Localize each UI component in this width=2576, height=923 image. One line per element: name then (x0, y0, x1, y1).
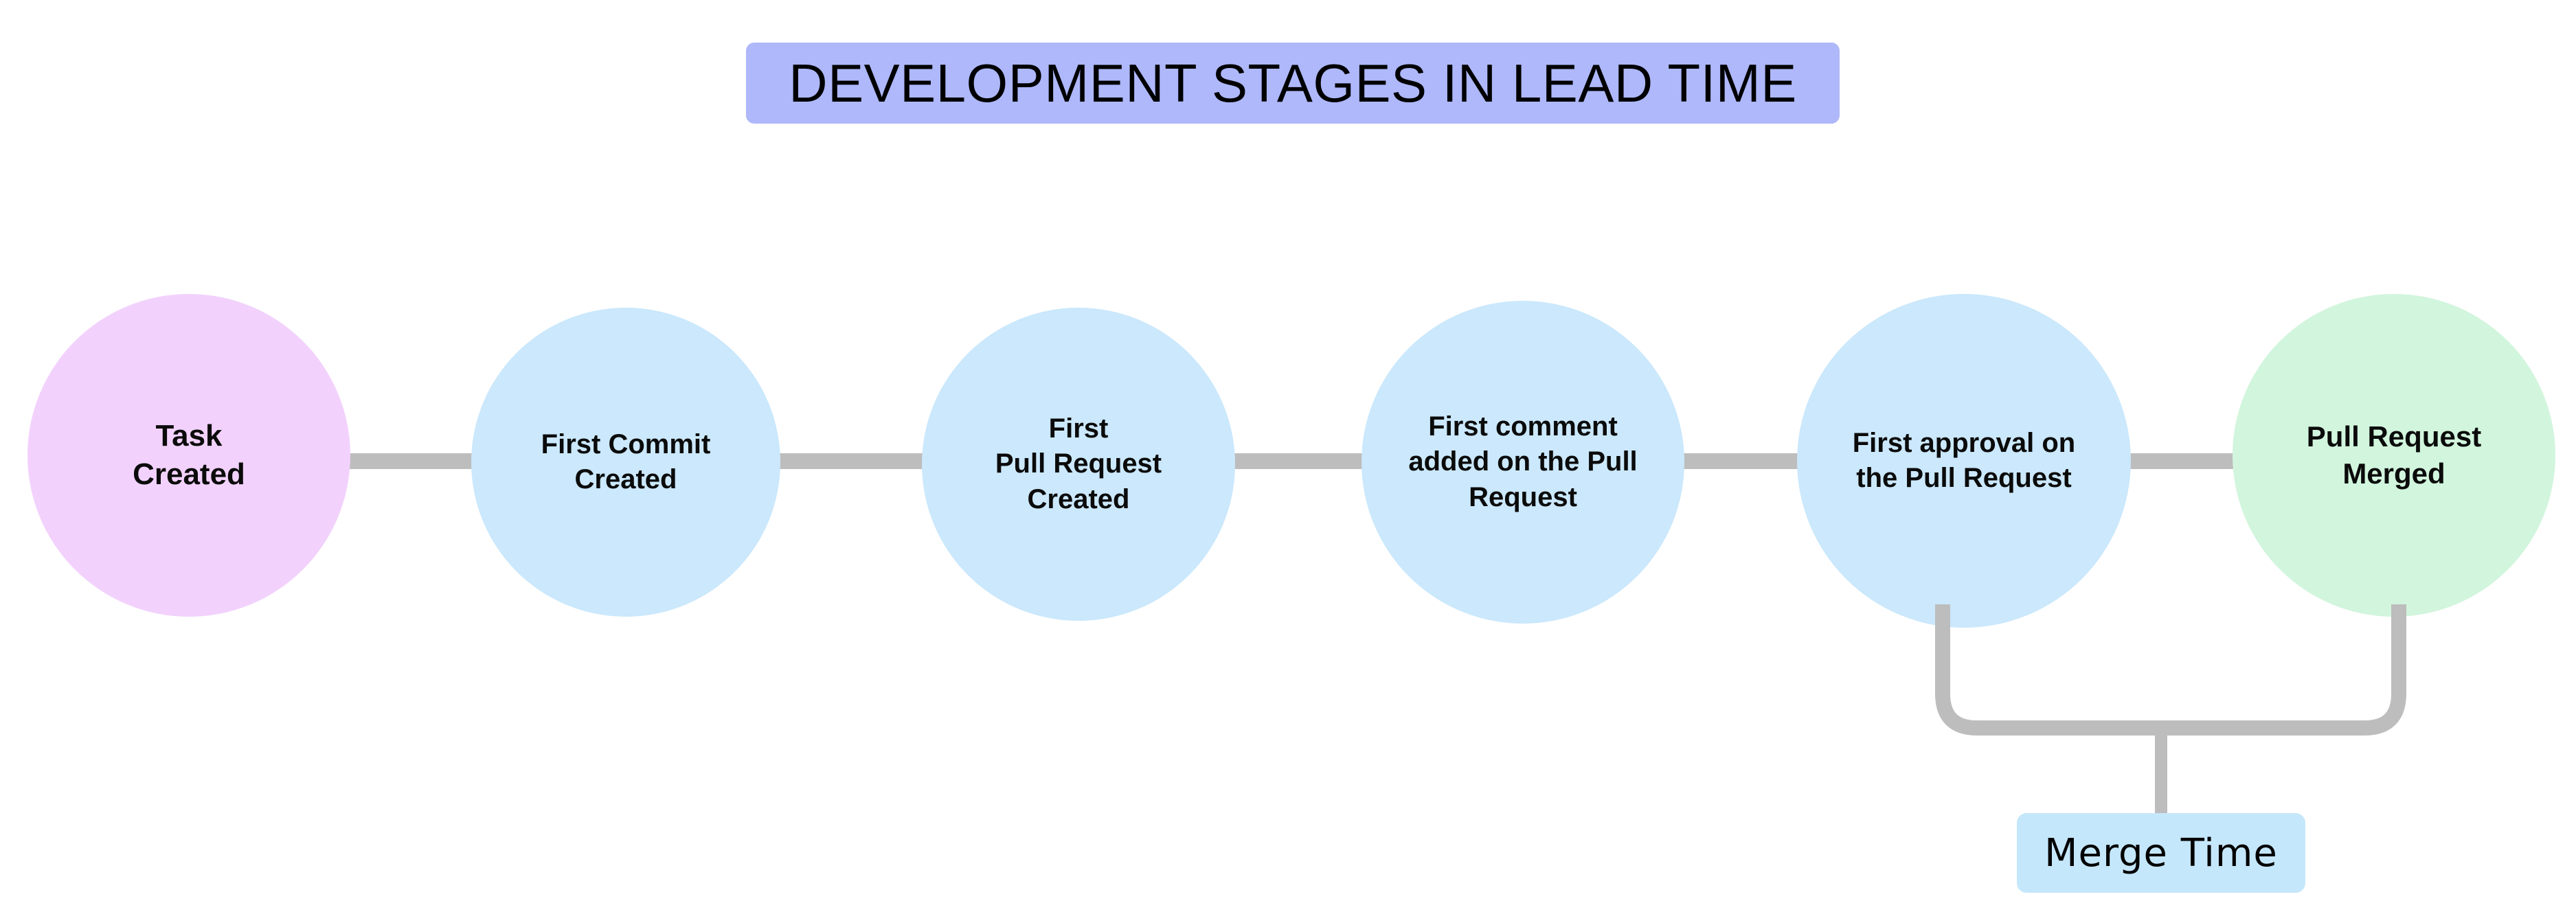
merge-time-annotation[interactable]: Merge Time (2017, 813, 2305, 893)
page-title: DEVELOPMENT STAGES IN LEAD TIME (789, 53, 1797, 113)
stage-label-first-commit-created: First Commit Created (541, 429, 711, 494)
stage-node-task-created[interactable]: Task Created (27, 294, 350, 617)
stage-node-first-comment-added[interactable]: First comment added on the Pull Request (1362, 301, 1684, 624)
connector-first-comment-to-first-approval (1676, 453, 1805, 469)
stage-label-first-pull-request-created: First Pull Request Created (995, 413, 1162, 514)
stage-label-first-approval: First approval on the Pull Request (1852, 427, 2076, 493)
stage-node-first-commit-created[interactable]: First Commit Created (471, 308, 780, 617)
merge-time-bracket-connector (1935, 604, 2406, 819)
connector-first-pull-request-to-first-comment (1227, 453, 1370, 469)
stage-node-first-pull-request-created[interactable]: First Pull Request Created (922, 308, 1235, 621)
stage-label-first-comment-added: First comment added on the Pull Request (1408, 411, 1638, 512)
connector-task-created-to-first-commit-created (342, 453, 479, 469)
stage-label-pull-request-merged: Pull Request Merged (2306, 420, 2482, 490)
merge-time-bracket-path (1935, 604, 2406, 736)
page-title-banner: DEVELOPMENT STAGES IN LEAD TIME (746, 43, 1840, 124)
connector-first-commit-created-to-first-pull-request (772, 453, 930, 469)
merge-time-label: Merge Time (2044, 830, 2278, 876)
stage-label-task-created: Task Created (133, 418, 245, 491)
stage-node-first-approval[interactable]: First approval on the Pull Request (1797, 294, 2131, 628)
stage-node-pull-request-merged[interactable]: Pull Request Merged (2233, 294, 2555, 617)
connector-first-approval-to-pull-request-merged (2123, 453, 2241, 469)
